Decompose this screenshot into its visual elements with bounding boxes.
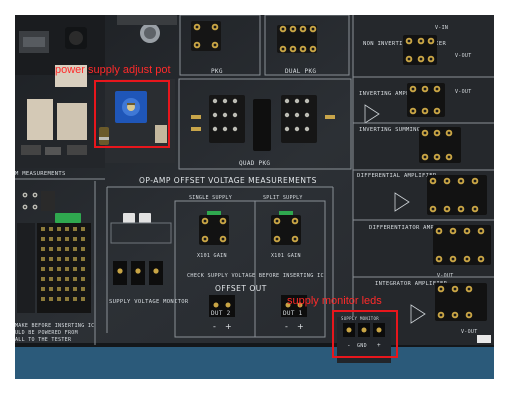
quad-center-socket (253, 99, 271, 151)
monitor-label-plus: + (377, 342, 381, 349)
offset-section-title: OP-AMP OFFSET VOLTAGE MEASUREMENTS (139, 176, 317, 185)
capacitor-box-1 (55, 65, 87, 87)
pushbutton-2 (139, 213, 151, 223)
pcb-photo: PKG DUAL PKG NON INVERTING AMPLIFIER V-I… (15, 15, 494, 379)
dual-pkg-socket (277, 25, 317, 53)
label-vout-2: V-OUT (455, 89, 472, 95)
quad-socket-right (281, 95, 317, 143)
label-quad-pkg: QUAD PKG (239, 160, 270, 167)
warning-line-3: ALL TO THE TESTER (15, 337, 72, 343)
annotation-box-supply-monitor (332, 310, 398, 358)
label-supply-monitor-small: SUPPLY MONITOR (341, 316, 379, 321)
label-x101-gain-1: X101 GAIN (197, 253, 227, 259)
warning-line-1: MAKE BEFORE INSERTING IC (15, 323, 94, 329)
dut2-minus: - (213, 322, 216, 331)
socket-integrator (435, 283, 487, 321)
socket-differential (427, 175, 487, 215)
label-vin-1: V-IN (435, 25, 448, 31)
monitor-label-minus: - (347, 342, 351, 349)
label-dut2: DUT 2 (211, 310, 231, 317)
quad-socket-left (209, 95, 245, 143)
label-supply-voltage-monitor: SUPPLY VOLTAGE MONITOR (109, 299, 189, 305)
dut1-jack (281, 295, 307, 317)
label-vout-4: V-OUT (461, 329, 478, 335)
label-differentiator: DIFFERENTIATOR AMPLIFIER (369, 225, 456, 231)
warning-line-2: ULD BE POWERED FROM (15, 330, 78, 336)
label-offset-out: OFFSET OUT (215, 284, 267, 293)
label-pkg-left: PKG (211, 68, 223, 75)
dut1-plus: + (297, 322, 304, 331)
capacitor-box-2 (27, 99, 53, 141)
socket-differentiator (433, 225, 491, 265)
label-single-supply: SINGLE SUPPLY (189, 195, 232, 201)
annotation-power-supply: power supply adjust pot (55, 64, 171, 76)
label-inverting-summing: INVERTING SUMMING AMPLIFIER (359, 127, 457, 133)
green-header (55, 213, 81, 223)
label-split-supply: SPLIT SUPPLY (263, 195, 303, 201)
diode (99, 127, 109, 145)
label-dual-pkg: DUAL PKG (285, 68, 316, 75)
dut2-jack (209, 295, 235, 317)
table-edge (15, 345, 494, 379)
dut1-minus: - (285, 322, 288, 331)
label-inverting: INVERTING AMPLIFIER (359, 91, 428, 97)
label-differential: DIFFERENTIAL AMPLIFIER (357, 173, 437, 179)
label-x101-gain-2: X101 GAIN (271, 253, 301, 259)
label-vout-1: V-OUT (455, 53, 472, 59)
socket-summing (419, 127, 461, 163)
annotation-supply-monitor: supply monitor leds (287, 295, 382, 307)
label-integrator: INTEGRATOR AMPLIFIER (375, 281, 448, 287)
dut2-plus: + (225, 322, 232, 331)
label-dut1: DUT 1 (283, 310, 303, 317)
monitor-label-gnd: GND (357, 343, 367, 349)
pushbutton-1 (123, 213, 135, 223)
label-check-supply: CHECK SUPPLY VOLTAGE BEFORE INSERTING IC (187, 273, 324, 279)
label-vout-3: V-OUT (437, 273, 454, 279)
annotation-box-power-supply (94, 80, 170, 148)
label-measurements: M MEASUREMENTS (15, 171, 66, 177)
